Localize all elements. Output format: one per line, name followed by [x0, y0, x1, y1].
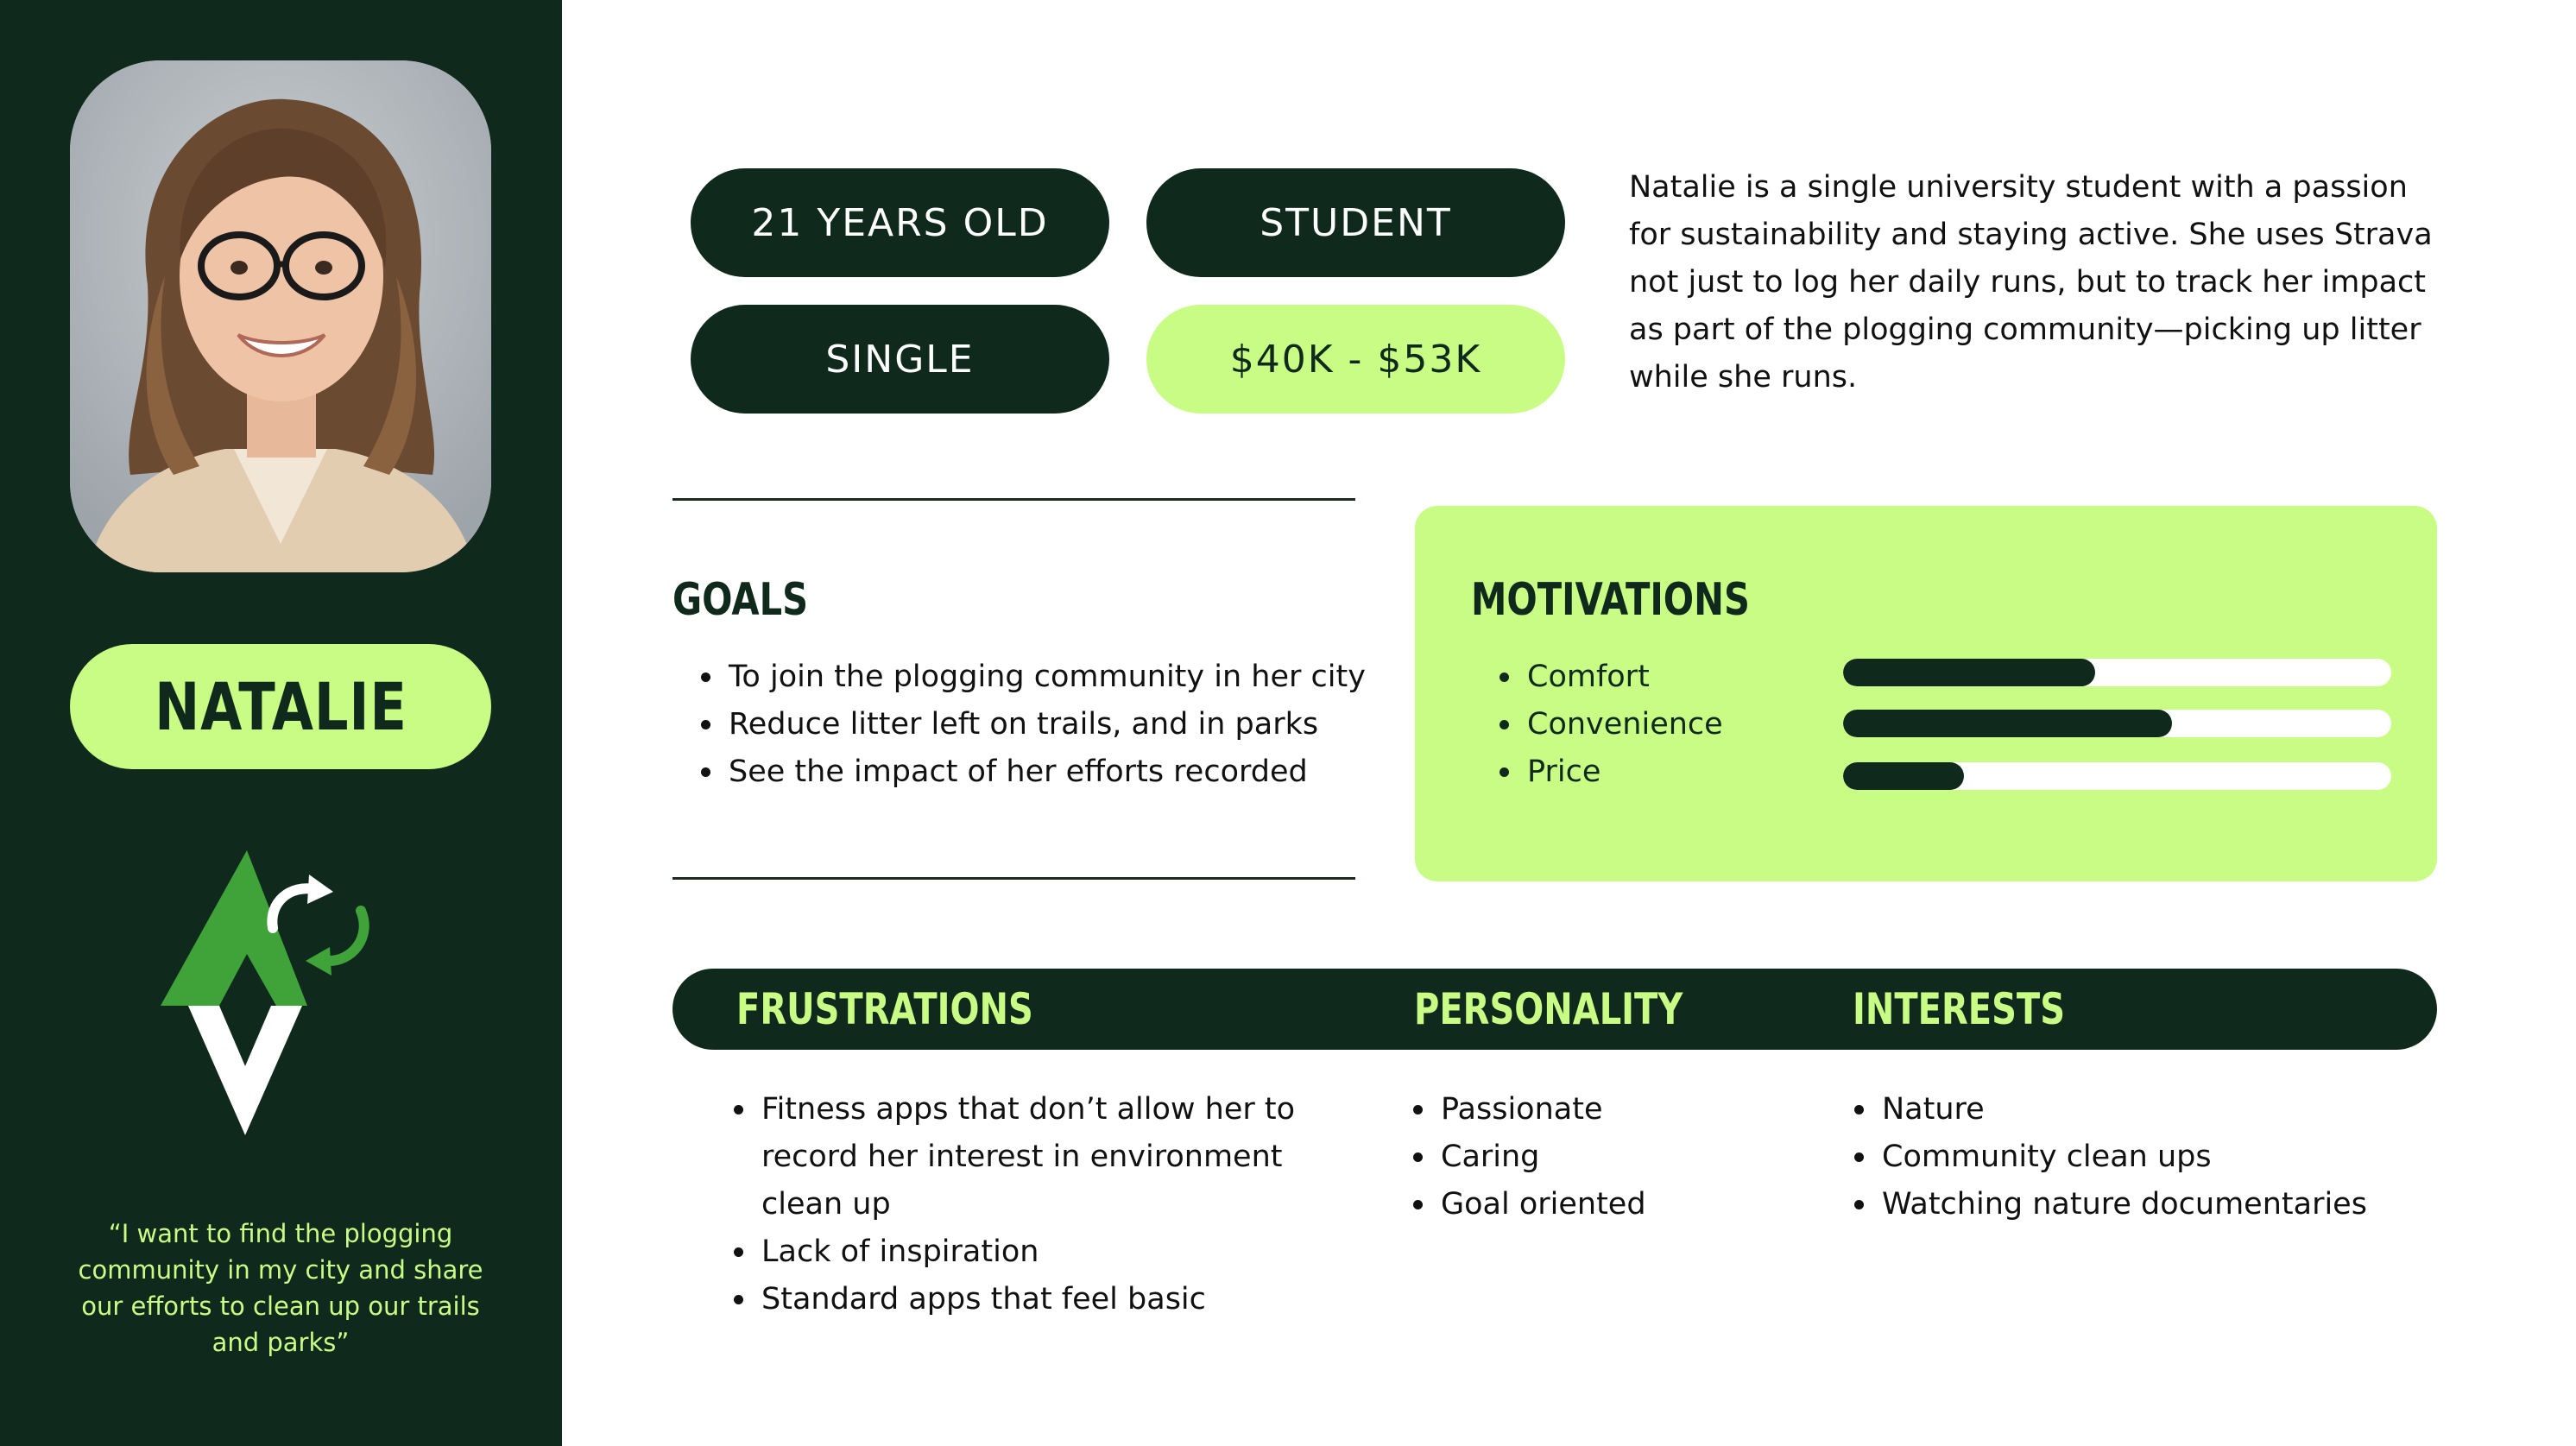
interest-item: Community clean ups	[1849, 1133, 2505, 1181]
frustration-item: Fitness apps that don’t allow her to rec…	[729, 1086, 1333, 1228]
personality-item: Goal oriented	[1408, 1181, 1788, 1228]
motivations-card	[1415, 506, 2437, 881]
interests-heading: INTERESTS	[1853, 984, 2065, 1034]
interests-list: Nature Community clean ups Watching natu…	[1849, 1086, 2505, 1228]
interest-item: Nature	[1849, 1086, 2505, 1133]
persona-name-pill: NATALIE	[70, 644, 491, 769]
persona-quote: “I want to find the plogging community i…	[78, 1219, 483, 1357]
frustrations-heading: FRUSTRATIONS	[736, 984, 1033, 1034]
personality-header: PERSONALITY	[1414, 984, 1750, 1034]
motivation-bar-fill	[1843, 710, 2172, 737]
status-pill: SINGLE	[691, 305, 1109, 414]
portrait-illustration	[70, 60, 491, 572]
persona-bio: Natalie is a single university student w…	[1629, 170, 2433, 395]
persona-sidebar: NATALIE “I want to find the plogging com…	[0, 0, 562, 1446]
personality-item: Caring	[1408, 1133, 1788, 1181]
frustrations-header: FRUSTRATIONS	[736, 984, 1108, 1034]
motivation-label: Price	[1494, 748, 1805, 796]
section-header-band	[672, 969, 2437, 1050]
motivation-label: Convenience	[1494, 701, 1805, 748]
motivations-section: MOTIVATIONS	[1471, 574, 1820, 626]
interest-item: Watching nature documentaries	[1849, 1181, 2505, 1228]
goals-divider-bottom	[672, 877, 1355, 880]
motivation-bar-price	[1843, 762, 2391, 790]
personality-heading: PERSONALITY	[1414, 984, 1683, 1034]
goals-list: To join the plogging community in her ci…	[696, 654, 1386, 796]
motivation-label: Comfort	[1494, 654, 1805, 701]
goals-divider-top	[672, 498, 1355, 501]
frustration-item: Lack of inspiration	[729, 1228, 1333, 1276]
personality-item: Passionate	[1408, 1086, 1788, 1133]
age-pill: 21 YEARS OLD	[691, 168, 1109, 277]
persona-photo	[70, 60, 491, 572]
goal-item: Reduce litter left on trails, and in par…	[696, 701, 1386, 748]
goals-section: GOALS	[672, 574, 842, 626]
recycle-arrows-strava-logo-icon	[161, 850, 369, 1135]
goal-item: See the impact of her efforts recorded	[696, 748, 1386, 796]
goal-item: To join the plogging community in her ci…	[696, 654, 1386, 701]
persona-name: NATALIE	[154, 668, 407, 745]
motivations-heading: MOTIVATIONS	[1471, 574, 1750, 626]
motivation-bar-comfort	[1843, 659, 2391, 686]
income-pill: $40K - $53K	[1146, 305, 1565, 414]
motivation-bar-fill	[1843, 762, 1964, 790]
frustration-item: Standard apps that feel basic	[729, 1276, 1333, 1323]
motivation-bar-convenience	[1843, 710, 2391, 737]
motivation-bar-fill	[1843, 659, 2096, 686]
interests-header: INTERESTS	[1853, 984, 2118, 1034]
occupation-pill: STUDENT	[1146, 168, 1565, 277]
personality-list: Passionate Caring Goal oriented	[1408, 1086, 1788, 1228]
goals-heading: GOALS	[672, 574, 809, 626]
motivations-list: Comfort Convenience Price	[1494, 654, 1805, 796]
frustrations-list: Fitness apps that don’t allow her to rec…	[729, 1086, 1333, 1323]
